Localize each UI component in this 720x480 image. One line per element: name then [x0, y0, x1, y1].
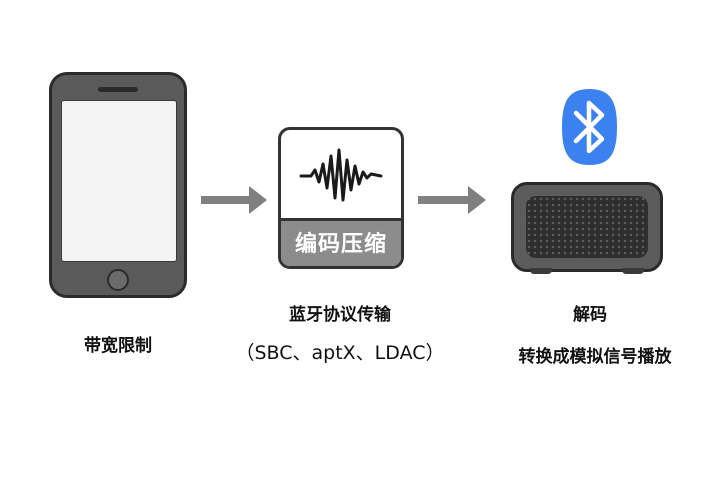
codec-title: 蓝牙协议传输 — [289, 305, 391, 325]
phone-screen — [61, 100, 177, 262]
smartphone-icon — [49, 72, 187, 298]
codec-label-band — [281, 221, 401, 266]
arrow-right-icon — [418, 186, 488, 214]
speaker-icon — [511, 182, 663, 272]
phone-home-button — [107, 269, 129, 291]
speaker-title: 解码 — [573, 305, 607, 325]
phone-label: 带宽限制 — [84, 336, 152, 356]
speaker-foot-left — [530, 268, 552, 274]
waveform-icon — [299, 148, 383, 202]
arrow-right-icon — [201, 186, 269, 214]
speaker-grille — [526, 196, 648, 258]
codec-subtitle: （SBC、aptX、LDAC） — [235, 342, 445, 364]
speaker-subtitle: 转换成模拟信号播放 — [518, 347, 672, 367]
codec-box-label: 编码压缩 — [294, 232, 387, 257]
phone-speaker-slot — [98, 87, 138, 92]
codec-divider — [281, 218, 401, 221]
speaker-foot-right — [622, 268, 644, 274]
codec-box: 编码压缩 — [278, 127, 404, 269]
bluetooth-icon — [562, 89, 617, 165]
